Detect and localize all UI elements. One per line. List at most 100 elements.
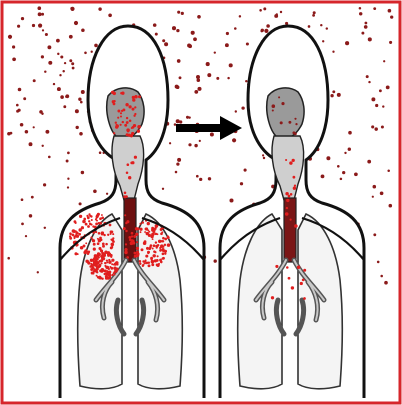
- particle: [194, 90, 198, 94]
- lung-particle: [89, 265, 92, 268]
- particle: [84, 52, 87, 55]
- particle: [364, 25, 368, 29]
- particle: [65, 94, 69, 98]
- particle: [41, 55, 44, 58]
- particle: [21, 198, 24, 201]
- lung-particle: [162, 253, 165, 256]
- lung-particle: [91, 219, 93, 221]
- particle: [308, 25, 311, 28]
- particle: [25, 130, 29, 134]
- lung-particle: [93, 260, 95, 262]
- particle: [326, 156, 330, 160]
- particle: [246, 42, 249, 45]
- particle: [372, 196, 374, 198]
- lung-particle: [116, 268, 119, 271]
- particle: [354, 172, 358, 176]
- airway-particle: [278, 96, 280, 98]
- airway-particle: [125, 230, 127, 232]
- particle: [266, 24, 270, 28]
- particle: [261, 29, 264, 32]
- airway-particle: [131, 161, 134, 164]
- lung-particle: [144, 262, 146, 264]
- lung-particle: [106, 261, 108, 263]
- particle: [18, 109, 21, 112]
- particle: [199, 178, 202, 181]
- airway-particle: [127, 163, 130, 166]
- particle: [197, 15, 201, 19]
- particle: [66, 160, 69, 163]
- airway-particle: [294, 224, 298, 228]
- lung-particle: [164, 238, 167, 241]
- particle: [44, 70, 46, 72]
- airway-particle: [286, 266, 289, 269]
- particle: [47, 45, 51, 49]
- particle: [332, 51, 334, 53]
- lung-particle: [142, 260, 144, 262]
- lung-particle: [162, 237, 165, 240]
- lung-particle: [112, 237, 114, 239]
- particle: [29, 142, 33, 146]
- lung-particle: [111, 274, 113, 276]
- lung-particle: [96, 220, 98, 222]
- particle: [176, 119, 180, 123]
- particle: [79, 202, 82, 205]
- particle: [188, 143, 191, 146]
- lung-particle: [140, 231, 142, 233]
- particle: [368, 81, 370, 83]
- particle: [99, 151, 102, 154]
- lung-particle: [101, 262, 103, 264]
- particle: [235, 110, 237, 112]
- airway-particle: [111, 91, 114, 94]
- lung-particle: [164, 244, 166, 246]
- airway-particle: [124, 192, 127, 195]
- lung-particle: [148, 234, 151, 237]
- particle: [31, 196, 34, 199]
- particle: [280, 11, 282, 13]
- airway-particle: [285, 192, 288, 195]
- airway-particle: [125, 243, 127, 245]
- airway-particle: [115, 122, 117, 124]
- lung-particle: [136, 241, 138, 243]
- lung-particle: [105, 277, 108, 280]
- lung-particle: [136, 247, 139, 250]
- particle: [179, 76, 182, 79]
- particle: [29, 214, 32, 217]
- airway-particle: [134, 113, 136, 115]
- particle: [57, 53, 59, 55]
- lung-particle: [95, 223, 98, 226]
- lung-particle: [99, 260, 102, 263]
- airway-particle: [289, 161, 292, 164]
- lung-particle: [97, 242, 100, 245]
- particle: [371, 125, 374, 128]
- airway-particle: [126, 256, 129, 259]
- particle: [59, 74, 61, 76]
- lung-particle: [97, 256, 100, 259]
- airway-particle: [288, 195, 291, 198]
- airway-particle: [138, 95, 141, 98]
- lung-particle: [144, 240, 147, 243]
- airway-particle: [291, 286, 294, 289]
- particle: [368, 37, 372, 41]
- particle: [380, 191, 384, 195]
- particle: [259, 9, 262, 12]
- lung-particle: [154, 259, 157, 262]
- lung-particle: [109, 253, 111, 255]
- lung-particle: [74, 237, 76, 239]
- particle: [44, 227, 46, 229]
- lung-particle: [108, 274, 111, 277]
- particle: [196, 175, 199, 178]
- lung-particle: [112, 259, 114, 261]
- airway-particle: [126, 133, 129, 136]
- particle: [274, 14, 278, 18]
- particle: [206, 62, 210, 66]
- particle: [345, 41, 349, 45]
- airway-particle: [121, 110, 123, 112]
- lung-particle: [108, 259, 110, 261]
- lung-particle: [116, 264, 118, 266]
- lung-particle: [155, 241, 157, 243]
- particle: [42, 145, 44, 147]
- lung-particle: [88, 250, 90, 252]
- lung-particle: [151, 260, 154, 263]
- right-person-figure: [220, 26, 364, 398]
